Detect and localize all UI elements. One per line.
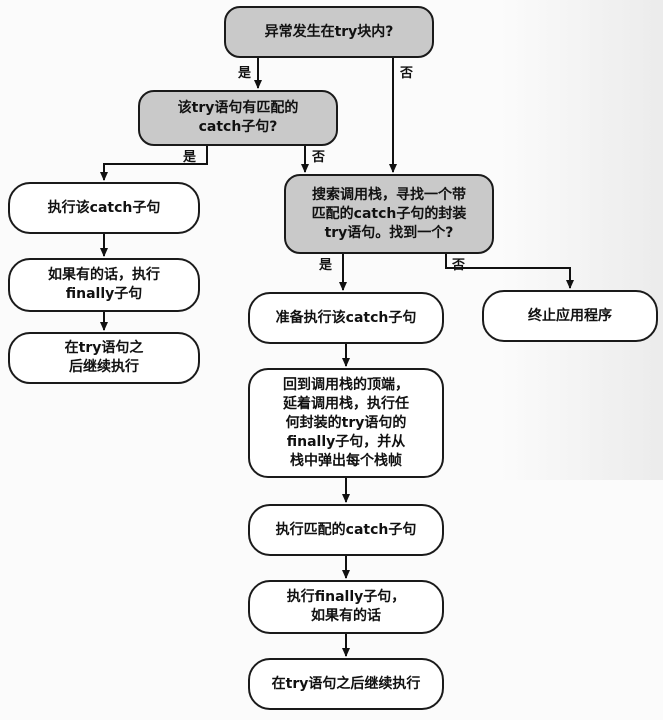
step-terminate-text: 终止应用程序 — [528, 307, 612, 324]
step-unwind-stack: 回到调用栈的顶端， 延着调用栈，执行任 何封装的try语句的 finally子句… — [248, 368, 444, 478]
step-exec-finally-if-any-text: 如果有的话，执行 finally子句 — [48, 267, 160, 302]
label-search-yes: 是 — [319, 258, 333, 273]
decision-search-stack-text: 搜索调用栈，寻找一个带 匹配的catch子句的封装 try语句。找到一个? — [311, 186, 467, 241]
label-try-yes: 是 — [238, 66, 252, 81]
arrow-search-no — [445, 252, 574, 289]
label-search-no: 否 — [452, 258, 466, 273]
arrow-catch-yes — [100, 143, 208, 181]
label-catch-no: 否 — [312, 150, 326, 165]
step-terminate: 终止应用程序 — [482, 290, 658, 342]
step-exec-matched-catch: 执行匹配的catch子句 — [248, 504, 444, 556]
step-exec-catch-text: 执行该catch子句 — [47, 199, 161, 216]
step-exec-finally-if-any: 如果有的话，执行 finally子句 — [8, 258, 200, 312]
decision-search-stack: 搜索调用栈，寻找一个带 匹配的catch子句的封装 try语句。找到一个? — [284, 174, 494, 254]
decision-try-block-text: 异常发生在try块内? — [264, 23, 394, 40]
step-exec-matched-catch-text: 执行匹配的catch子句 — [275, 521, 417, 538]
step-exec-finally-final: 执行finally子句， 如果有的话 — [248, 580, 444, 634]
step-continue-after-try-left-text: 在try语句之 后继续执行 — [64, 340, 144, 375]
step-continue-after-try-final: 在try语句之后继续执行 — [248, 658, 444, 710]
decision-catch-match-text: 该try语句有匹配的 catch子句? — [177, 100, 299, 135]
step-prepare-catch-text: 准备执行该catch子句 — [275, 309, 417, 326]
step-unwind-stack-text: 回到调用栈的顶端， 延着调用栈，执行任 何封装的try语句的 finally子句… — [283, 376, 409, 469]
step-continue-after-try-left: 在try语句之 后继续执行 — [8, 332, 200, 384]
label-try-no: 否 — [400, 66, 414, 81]
step-exec-catch: 执行该catch子句 — [8, 182, 200, 234]
step-continue-after-try-final-text: 在try语句之后继续执行 — [271, 675, 421, 692]
step-prepare-catch: 准备执行该catch子句 — [248, 292, 444, 344]
step-exec-finally-final-text: 执行finally子句， 如果有的话 — [286, 589, 406, 624]
decision-try-block: 异常发生在try块内? — [224, 6, 434, 58]
background-shading — [500, 0, 663, 480]
decision-catch-match: 该try语句有匹配的 catch子句? — [138, 90, 338, 146]
label-catch-yes: 是 — [183, 150, 197, 165]
